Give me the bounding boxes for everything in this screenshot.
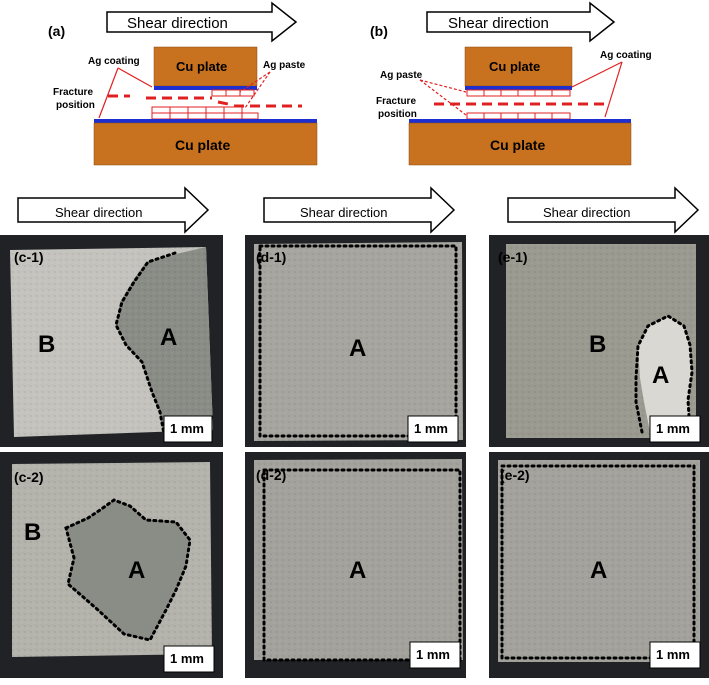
shear-arrow-d: Shear direction [263,186,456,234]
panel-label-b: (b) [370,23,388,39]
fracture-label-b-2: position [378,109,417,120]
ag-coating-label-a: Ag coating [88,56,140,67]
panel-label-d2: (d-2) [256,467,286,483]
photo-c2: (c-2) A B 1 mm [0,452,223,678]
scale-bar-text-d2: 1 mm [416,647,450,662]
ag-paste-bottom-a [151,106,259,120]
region-a-area-e1 [638,316,692,432]
region-boundary-d2 [262,468,462,662]
bottom-cu-plate-b [408,122,632,166]
panel-label-c2: (c-2) [14,469,44,485]
region-boundary-c1 [114,251,177,436]
ag-paste-label-b: Ag paste [380,70,423,81]
shear-arrow-text-c: Shear direction [55,205,142,220]
region-boundary-e1 [634,314,694,434]
leader-lines-a [98,67,271,119]
shear-arrow-text-b: Shear direction [448,15,549,32]
region-boundary-c2 [64,498,192,642]
bottom-cu-plate-label-a: Cu plate [175,137,230,153]
top-ag-coating-a [154,86,257,90]
scale-bar-text-e1: 1 mm [656,421,690,436]
shear-arrow-e: Shear direction [507,186,700,234]
top-cu-plate-label-b: Cu plate [489,59,540,74]
shear-arrow-b [426,1,616,43]
photo-c1: (c-1) A B 1 mm [0,235,223,447]
ag-coating-label-b: Ag coating [600,50,652,61]
scale-bar-text-c1: 1 mm [170,421,204,436]
region-a-label-d1: A [349,335,366,362]
scale-bar-c2 [163,645,215,673]
shear-arrow-text-d: Shear direction [300,205,387,220]
ag-paste-label-a: Ag paste [263,60,306,71]
fracture-label-b-1: Fracture [376,96,416,107]
region-boundary-d1 [258,244,458,438]
top-ag-coating-b [465,86,572,90]
ag-paste-top-a [211,89,255,97]
region-a-area-c2 [66,500,190,640]
region-a-label-c1: A [160,324,177,351]
panel-label-d1: (d-1) [256,249,286,265]
shear-arrow-c: Shear direction [17,186,210,234]
bottom-cu-plate-label-b: Cu plate [490,137,545,153]
region-boundary-e2 [500,464,696,660]
region-a-label-e2: A [590,557,607,584]
region-a-label-e1: A [652,362,669,389]
scale-bar-d2 [409,641,461,669]
fracture-label-a-1: Fracture [53,87,93,98]
bottom-ag-coating-a [94,119,317,123]
panel-label-c1: (c-1) [14,249,44,265]
photo-e1: (e-1) A B 1 mm [489,235,709,447]
top-cu-plate-b [464,46,573,87]
region-b-label-c1: B [38,331,55,358]
scale-bar-d1 [407,415,459,443]
scale-bar-e2 [649,641,701,669]
panel-label-e2: (e-2) [500,467,530,483]
region-a-label-d2: A [349,557,366,584]
panel-label-a: (a) [48,23,65,39]
leader-lines-b [419,61,623,118]
scale-bar-e1 [649,415,701,443]
fracture-label-a-2: position [56,100,95,111]
bottom-ag-coating-b [409,119,631,123]
region-b-label-c2: B [24,519,41,546]
schematic-a: (a) Shear direction Cu plate Cu plate [48,1,318,166]
scale-bar-text-d1: 1 mm [414,421,448,436]
fracture-line-a [108,94,302,108]
region-a-label-c2: A [128,557,145,584]
photo-e2: (e-2) A 1 mm [489,452,709,678]
scale-bar-text-c2: 1 mm [170,651,204,666]
top-cu-plate-a [153,46,258,87]
bottom-cu-plate-a [93,122,318,166]
schematic-b: (b) Shear direction Cu plate Cu plate Ag… [370,1,652,166]
scale-bar-text-e2: 1 mm [656,647,690,662]
panel-label-e1: (e-1) [498,249,528,265]
photo-d2: (d-2) A 1 mm [245,452,466,678]
top-cu-plate-label-a: Cu plate [176,59,227,74]
ag-paste-bottom-b [466,112,571,120]
scale-bar-c1 [163,415,213,443]
region-b-label-e1: B [589,331,606,358]
ag-paste-top-b [466,89,571,97]
shear-arrow-text-e: Shear direction [543,205,630,220]
shear-arrow-a [106,1,298,43]
shear-arrow-text-a: Shear direction [127,15,228,32]
photo-d1: (d-1) A 1 mm [245,235,466,447]
